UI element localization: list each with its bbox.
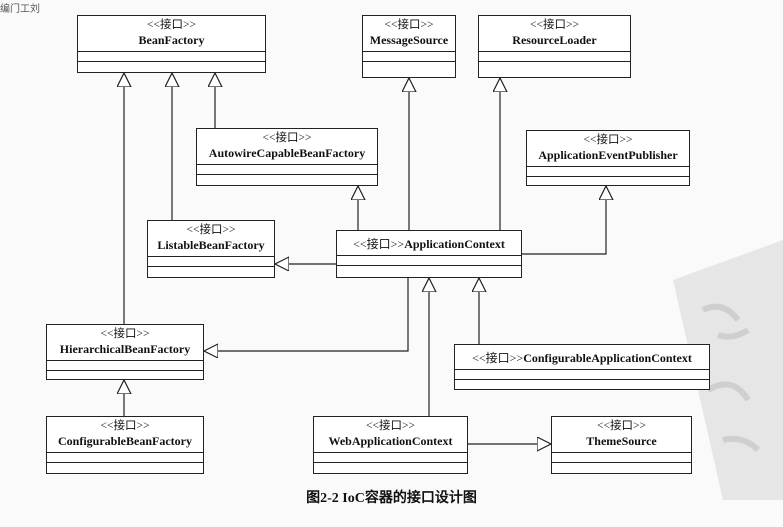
theme-source-box: <<接口>> ThemeSource — [551, 416, 692, 474]
configurable-application-context-box: <<接口>>ConfigurableApplicationContext — [454, 344, 710, 390]
stereotype: <<接口>> — [472, 351, 524, 365]
cropped-header-fragment: 编门工刘 — [0, 4, 40, 15]
stereotype: <<接口>> — [366, 420, 415, 432]
box-name: MessageSource — [369, 33, 449, 47]
box-name: ResourceLoader — [512, 33, 597, 47]
stereotype: <<接口>> — [100, 328, 150, 340]
stereotype: <<接口>> — [597, 420, 646, 432]
box-name: HierarchicalBeanFactory — [59, 342, 191, 356]
application-context-box: <<接口>>ApplicationContext — [336, 230, 522, 278]
stereotype: <<接口>> — [262, 132, 312, 144]
box-name: ListableBeanFactory — [157, 238, 265, 252]
box-name: WebApplicationContext — [328, 434, 453, 448]
box-name: AutowireCapableBeanFactory — [208, 146, 366, 160]
bean-factory-box: <<接口>> BeanFactory — [77, 15, 266, 73]
hierarchical-bean-factory-box: <<接口>> HierarchicalBeanFactory — [46, 324, 204, 380]
stereotype: <<接口>> — [147, 19, 196, 31]
listable-bean-factory-box: <<接口>> ListableBeanFactory — [147, 220, 275, 278]
configurable-bean-factory-box: <<接口>> ConfigurableBeanFactory — [46, 416, 204, 474]
edge-appcontext-to-eventpublisher — [522, 186, 606, 255]
stereotype: <<接口>> — [384, 19, 434, 31]
stereotype: <<接口>> — [100, 420, 150, 432]
stereotype: <<接口>> — [353, 237, 405, 251]
box-name: ThemeSource — [586, 434, 657, 448]
message-source-box: <<接口>> MessageSource — [362, 15, 456, 78]
autowire-capable-bean-factory-box: <<接口>> AutowireCapableBeanFactory — [196, 128, 378, 186]
web-application-context-box: <<接口>> WebApplicationContext — [313, 416, 468, 474]
box-name: ConfigurableBeanFactory — [58, 434, 192, 448]
stereotype: <<接口>> — [530, 19, 579, 31]
box-name: BeanFactory — [138, 33, 205, 47]
box-name: ApplicationContext — [404, 237, 505, 251]
figure-caption: 图2-2 IoC容器的接口设计图 — [306, 491, 477, 506]
box-name: ConfigurableApplicationContext — [523, 351, 692, 365]
stereotype: <<接口>> — [583, 134, 633, 146]
box-name: ApplicationEventPublisher — [538, 148, 678, 162]
edge-appcontext-to-hierarchical — [204, 278, 409, 351]
watermark — [673, 240, 783, 500]
application-event-publisher-box: <<接口>> ApplicationEventPublisher — [526, 130, 690, 186]
stereotype: <<接口>> — [186, 224, 236, 236]
resource-loader-box: <<接口>> ResourceLoader — [478, 15, 631, 78]
